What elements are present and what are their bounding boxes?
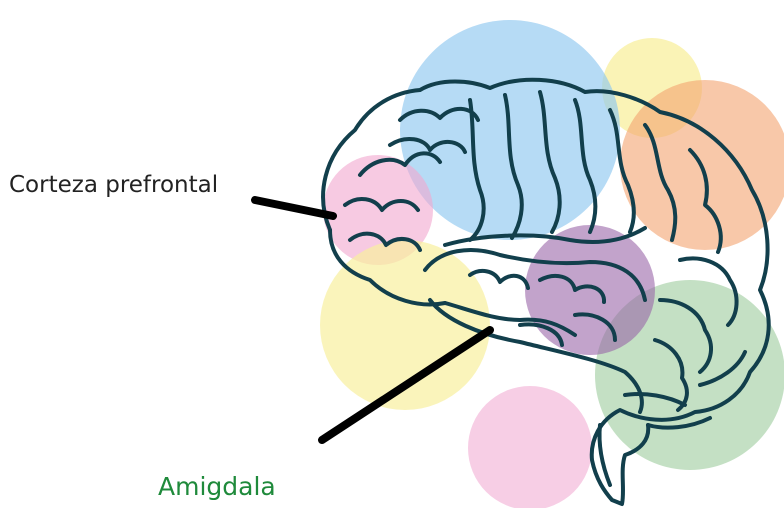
blob-pink-bottom (468, 386, 592, 508)
prefrontal-cortex-label: Corteza prefrontal (9, 172, 218, 198)
amygdala-label: Amigdala (158, 472, 276, 501)
blob-purple-center (525, 225, 655, 355)
